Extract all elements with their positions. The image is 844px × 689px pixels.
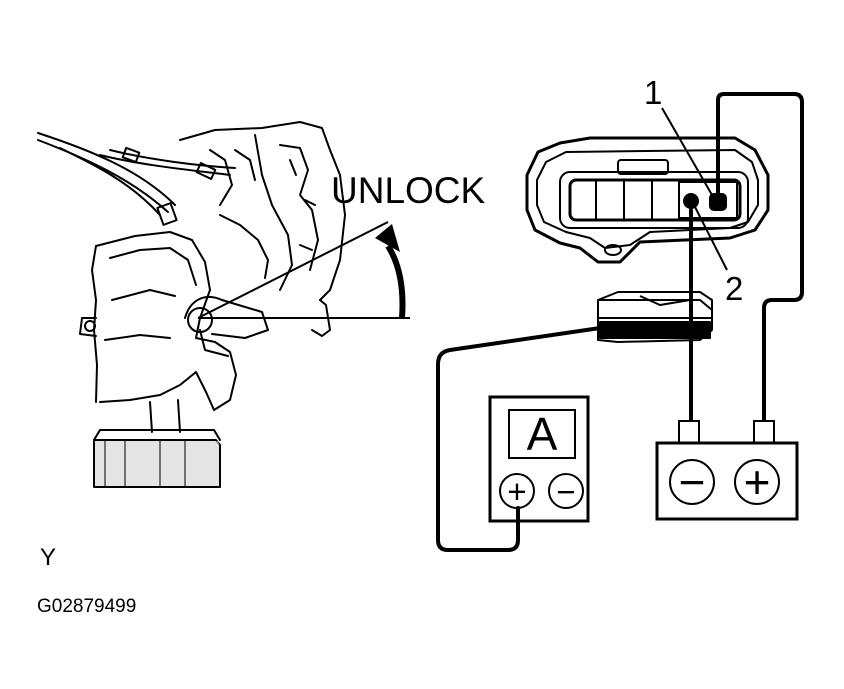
door-lock-actuator-icon bbox=[37, 121, 346, 488]
rotation-arrow-icon bbox=[197, 221, 410, 319]
pin-2-contact bbox=[683, 193, 699, 209]
battery-icon bbox=[655, 420, 799, 521]
connector-icon bbox=[525, 136, 770, 264]
actuator-connector-shading bbox=[95, 441, 219, 486]
ammeter-icon bbox=[488, 395, 590, 523]
figure-code: G02879499 bbox=[37, 596, 136, 617]
unlock-label: UNLOCK bbox=[331, 170, 486, 211]
battery-negative-symbol: − bbox=[679, 456, 706, 508]
pin-2-label: 2 bbox=[725, 270, 743, 307]
ammeter-positive-symbol: + bbox=[507, 473, 526, 510]
ammeter-symbol: A bbox=[527, 408, 558, 460]
test-leads bbox=[436, 92, 804, 552]
ammeter-negative-symbol: − bbox=[556, 473, 575, 510]
pin-2-leader bbox=[693, 204, 728, 271]
pin-1-label: 1 bbox=[644, 74, 662, 111]
probe-clip-icon bbox=[597, 291, 713, 343]
pin-1-leader bbox=[661, 107, 713, 196]
view-label: Y bbox=[40, 544, 56, 571]
battery-positive-symbol: + bbox=[744, 456, 771, 508]
